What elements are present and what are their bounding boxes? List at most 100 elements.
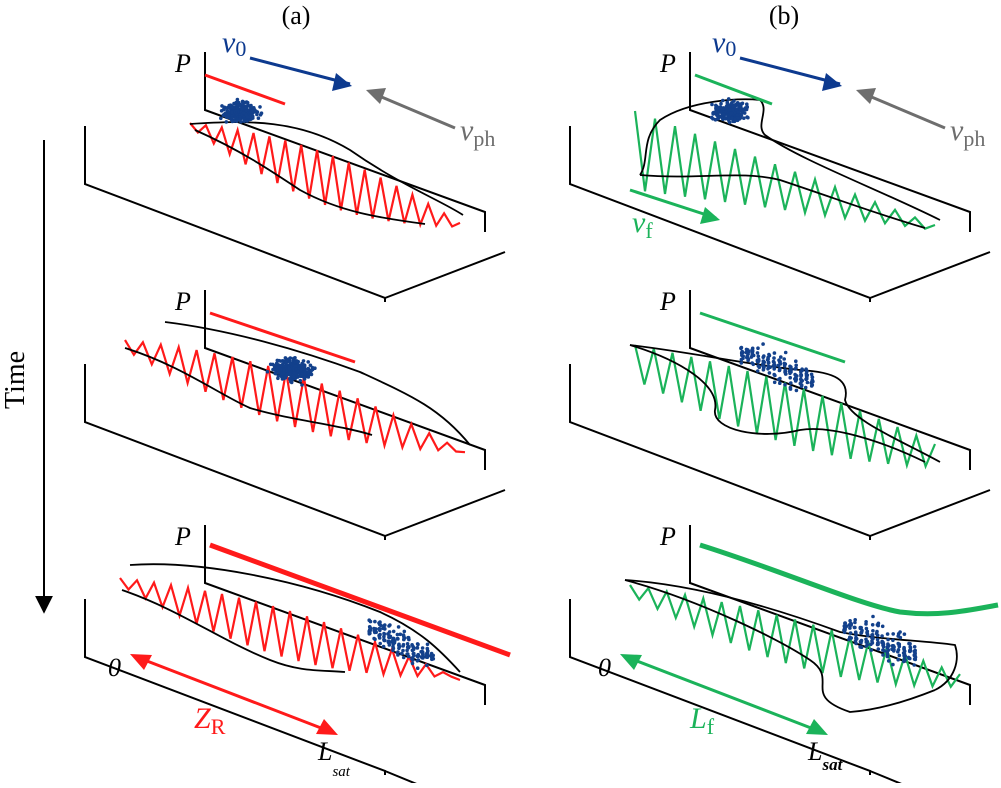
electron — [745, 354, 749, 359]
electron — [731, 119, 735, 124]
electron — [778, 366, 782, 371]
lf-symbol: L — [689, 702, 707, 735]
electron — [395, 632, 400, 637]
electron — [235, 106, 239, 111]
electron — [724, 106, 728, 111]
electron — [902, 632, 907, 636]
electron — [746, 348, 750, 352]
svg-text:v0: v0 — [222, 26, 246, 61]
electron — [788, 375, 792, 380]
electron — [913, 654, 917, 658]
power-trace — [699, 311, 846, 364]
field-envelope-top — [164, 321, 471, 446]
electron — [810, 375, 815, 380]
zero-label-b: 0 — [598, 653, 611, 682]
p-axis-label: P — [659, 522, 676, 551]
z-axis — [869, 770, 915, 788]
electron — [721, 112, 726, 116]
electron — [779, 355, 783, 359]
back-wall — [204, 525, 486, 705]
electron — [282, 364, 287, 368]
electron — [805, 380, 810, 385]
power-trace — [694, 73, 773, 106]
electron — [913, 657, 918, 662]
electron — [912, 663, 916, 667]
back-wall — [204, 52, 486, 232]
electron — [885, 650, 889, 654]
power-trace — [209, 542, 511, 658]
panel-a-title: (a) — [282, 1, 311, 30]
electron — [410, 643, 414, 647]
zr-symbol: Z — [194, 702, 211, 735]
electron — [891, 632, 895, 636]
electron — [865, 639, 870, 644]
electron — [757, 365, 762, 370]
electron — [757, 359, 761, 363]
vph-symbol-b: v — [950, 114, 964, 147]
p-axis-label: P — [659, 49, 676, 78]
z-axis — [384, 770, 430, 788]
floor-right-edge — [869, 489, 991, 537]
electron — [275, 358, 280, 363]
electron — [750, 361, 754, 365]
v0-sub-b: 0 — [725, 36, 736, 61]
electron — [886, 659, 891, 663]
electron — [870, 623, 875, 627]
field-envelope-top — [624, 579, 958, 691]
electron — [719, 101, 723, 106]
electron — [424, 655, 428, 659]
electron — [402, 636, 407, 640]
electron — [719, 109, 723, 114]
electron — [381, 644, 386, 649]
electron — [254, 109, 258, 113]
electron — [778, 360, 782, 364]
electron — [230, 119, 235, 124]
electron — [854, 631, 858, 635]
vph-symbol-a: v — [460, 114, 474, 147]
electron — [767, 371, 772, 375]
field-envelope-bottom — [124, 347, 373, 436]
electron — [429, 651, 434, 656]
electron — [727, 116, 732, 121]
electron — [298, 378, 303, 383]
electron — [223, 111, 228, 116]
electron — [783, 350, 788, 355]
lsat-symbol-a: L — [317, 737, 332, 766]
electron-bunch — [739, 342, 815, 393]
electron — [274, 361, 279, 366]
electron — [381, 626, 385, 630]
vf-symbol: v — [632, 206, 646, 239]
back-wall — [689, 290, 971, 470]
vf-sub: f — [645, 218, 653, 243]
electron — [392, 636, 396, 641]
electron — [415, 659, 420, 663]
electron — [410, 648, 415, 653]
electron — [865, 629, 870, 634]
power-trace — [699, 542, 999, 617]
electron — [400, 651, 404, 656]
electron — [788, 371, 792, 376]
electron — [383, 638, 387, 643]
electron — [853, 618, 857, 622]
electron — [739, 345, 744, 350]
back-wall — [689, 52, 971, 232]
field-envelope-bottom — [624, 579, 936, 713]
electron — [727, 108, 732, 112]
electron — [799, 374, 803, 378]
electron — [397, 644, 402, 649]
electron — [854, 636, 859, 641]
electron — [902, 649, 907, 653]
electron — [886, 637, 890, 642]
electron — [729, 102, 734, 106]
electron — [738, 116, 743, 120]
electron — [230, 116, 234, 120]
field-envelope-top — [639, 98, 941, 221]
panel-a-row-1: P — [84, 49, 506, 302]
electron — [848, 635, 852, 640]
panel-b-row-3: zP — [569, 522, 999, 788]
electron — [244, 106, 249, 110]
electron — [282, 368, 286, 372]
electron — [265, 369, 270, 374]
electron — [880, 640, 884, 645]
